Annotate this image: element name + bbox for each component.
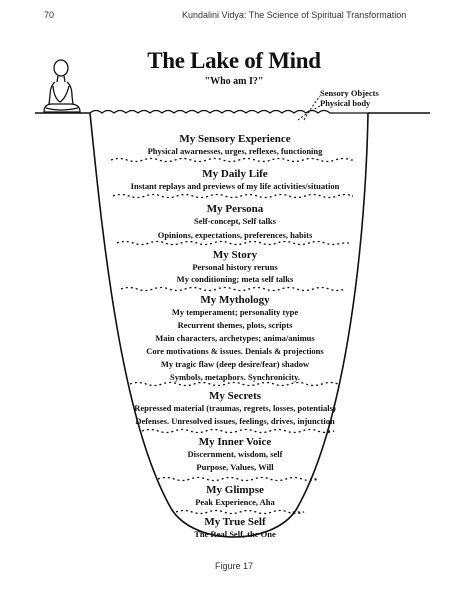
layer-heading: My Glimpse [206,484,264,496]
side-label-pointer [303,95,321,121]
water-surface [89,109,370,114]
side-label-pointer [297,105,321,121]
layer-line: The Real Self, the One [194,529,276,539]
layer-separator [129,381,339,387]
layer-glimpse: My Glimpse Peak Experience, Aha [100,484,370,508]
layer-persona: My Persona Self-concept, Self talks Opin… [100,203,370,241]
layer-heading: My Daily Life [202,168,268,180]
side-label-physical-body: Physical body [320,98,371,108]
running-head: Kundalini Vidya: The Science of Spiritua… [182,10,407,20]
layer-daily-life: My Daily Life Instant replays and previe… [100,168,370,192]
layer-sensory-experience: My Sensory Experience Physical awarnesse… [100,133,370,157]
layer-inner-voice: My Inner Voice Discernment, wisdom, self… [100,436,370,473]
layer-line: Instant replays and previews of my life … [130,181,340,191]
layer-true-self: My True Self The Real Self, the One [100,516,370,540]
layer-line: Personal history reruns [192,262,278,272]
layer-separator [175,509,305,515]
layer-line: Physical awarnesses, urges, reflexes, fu… [147,146,323,156]
layer-heading: My Sensory Experience [179,133,291,145]
layer-line: Opinions, expectations, preferences, hab… [157,230,313,240]
layer-heading: My Inner Voice [198,436,272,448]
layer-line: Discernment, wisdom, self [187,449,283,459]
layer-line: My temperament; personality type [171,307,299,317]
layer-line: Main characters, archetypes; anima/animu… [155,333,315,343]
side-labels: Sensory Objects Physical body [320,88,379,108]
layer-line: Peak Experience, Aha [195,497,275,507]
layer-mythology: My Mythology My temperament; personality… [100,294,370,383]
layer-line: My tragic flaw (deep desire/fear) shadow [160,359,310,369]
diagram-title: The Lake of Mind [147,48,321,73]
layer-separator [116,240,349,246]
lake-outline [89,112,369,538]
layer-line: Repressed material (traumas, regrets, lo… [134,403,336,413]
layer-separator [141,428,335,434]
layer-line: Core motivations & issues. Denials & pro… [146,346,324,356]
layer-separator [110,157,355,163]
figure-caption: Figure 17 [214,561,254,571]
layer-secrets: My Secrets Repressed material (traumas, … [100,390,370,427]
layer-line: Recurrent themes, plots, scripts [177,320,293,330]
layer-line: Symbols, metaphors. Synchronicity. [170,372,300,382]
layer-line: Self-concept, Self talks [194,216,276,226]
layer-separator [120,286,346,292]
meditating-figure-icon [43,59,81,113]
layer-line: Defenses. Unresolved issues, feelings, d… [135,416,335,426]
diagram-subtitle: "Who am I?" [204,76,264,87]
layer-heading: My Story [212,249,258,261]
layer-story: My Story Personal history reruns My cond… [100,249,370,285]
layer-separators [110,157,355,515]
layer-line: Purpose, Values, Will [196,462,274,472]
layer-heading: My Persona [206,203,264,215]
layer-heading: My True Self [204,516,266,528]
layer-separator [112,193,354,199]
layer-separator [157,476,319,482]
layer-line: My conditioning; meta self talks [176,274,294,284]
layer-heading: My Mythology [200,294,270,306]
side-label-sensory-objects: Sensory Objects [320,88,379,98]
page-number: 70 [44,10,55,20]
layer-heading: My Secrets [208,390,262,402]
